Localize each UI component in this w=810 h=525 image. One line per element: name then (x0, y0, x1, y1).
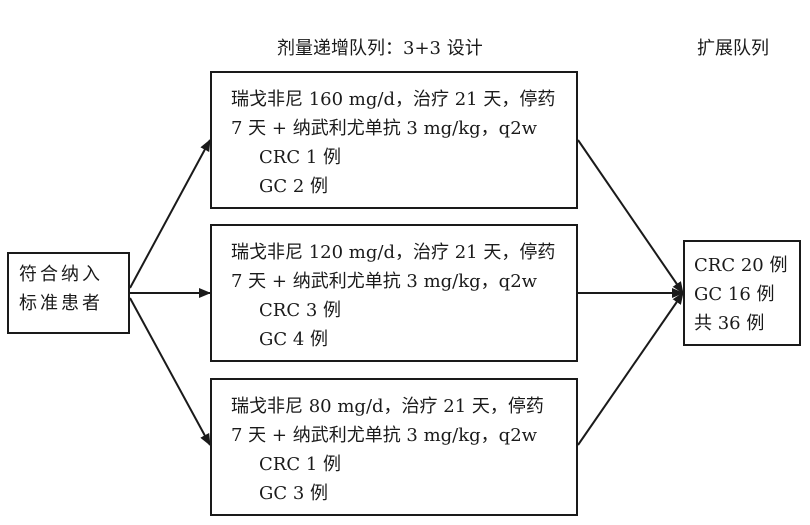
eligible-patients-line-1: 符合纳入 (19, 264, 103, 285)
cohort-2-gc-count: GC 4 例 (259, 329, 329, 350)
eligible-patients-box: 符合纳入 标准患者 (7, 252, 130, 334)
arrow-entry-to-cohort-1 (129, 139, 211, 289)
cohort-2-crc-count: CRC 3 例 (259, 300, 341, 321)
eligible-patients-line-2: 标准患者 (19, 293, 103, 314)
cohort-2-regimen-line-2: 7 天 + 纳武利尤单抗 3 mg/kg，q2w (231, 271, 538, 292)
dose-escalation-header: 剂量递增队列：3+3 设计 (277, 38, 483, 59)
cohort-1-regimen-line-2: 7 天 + 纳武利尤单抗 3 mg/kg，q2w (231, 118, 538, 139)
cohort-3-regimen-line-2: 7 天 + 纳武利尤单抗 3 mg/kg，q2w (231, 425, 538, 446)
arrow-cohort-1-to-expansion (577, 139, 684, 294)
expansion-cohort-box: CRC 20 例 GC 16 例 共 36 例 (683, 240, 801, 346)
arrow-entry-to-cohort-3 (129, 297, 211, 446)
expansion-gc-count: GC 16 例 (694, 284, 775, 305)
arrow-cohort-3-to-expansion (577, 292, 684, 446)
expansion-cohort-header: 扩展队列 (697, 38, 769, 59)
cohort-box-dose-1: 瑞戈非尼 160 mg/d，治疗 21 天，停药 7 天 + 纳武利尤单抗 3 … (210, 71, 578, 209)
cohort-3-regimen-line-1: 瑞戈非尼 80 mg/d，治疗 21 天，停药 (231, 396, 544, 417)
cohort-box-dose-2: 瑞戈非尼 120 mg/d，治疗 21 天，停药 7 天 + 纳武利尤单抗 3 … (210, 224, 578, 362)
expansion-total-count: 共 36 例 (694, 313, 765, 334)
cohort-1-crc-count: CRC 1 例 (259, 147, 341, 168)
cohort-2-regimen-line-1: 瑞戈非尼 120 mg/d，治疗 21 天，停药 (231, 242, 556, 263)
cohort-1-regimen-line-1: 瑞戈非尼 160 mg/d，治疗 21 天，停药 (231, 89, 556, 110)
cohort-3-gc-count: GC 3 例 (259, 483, 329, 504)
cohort-box-dose-3: 瑞戈非尼 80 mg/d，治疗 21 天，停药 7 天 + 纳武利尤单抗 3 m… (210, 378, 578, 516)
cohort-3-crc-count: CRC 1 例 (259, 454, 341, 475)
expansion-crc-count: CRC 20 例 (694, 255, 788, 276)
cohort-1-gc-count: GC 2 例 (259, 176, 329, 197)
